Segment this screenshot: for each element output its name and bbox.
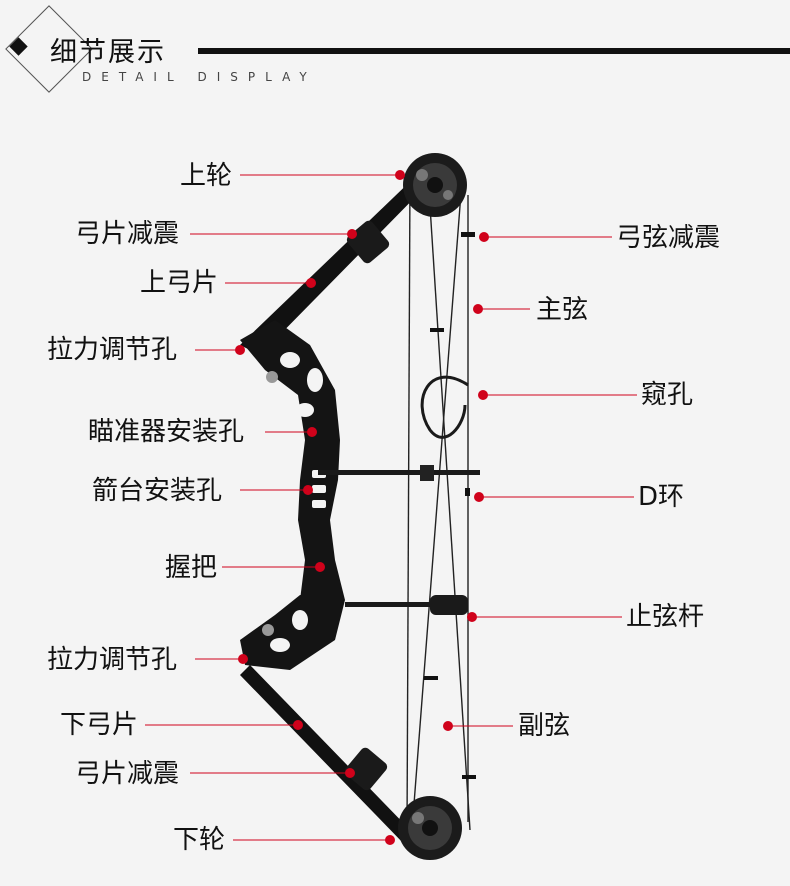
string-marker-2 xyxy=(424,676,438,680)
label-lower-limb-damper: 弓片减震 xyxy=(75,759,180,789)
string-damper-shape xyxy=(461,232,475,237)
label-main-string: 主弦 xyxy=(536,295,589,325)
lower-cam-shape xyxy=(398,796,462,860)
label-peep-sight: 窥孔 xyxy=(641,380,694,410)
label-upper-limb: 上弓片 xyxy=(140,268,219,298)
label-lower-draw-adjust-hole: 拉力调节孔 xyxy=(47,645,178,675)
cable-cross xyxy=(427,174,471,831)
lower-adjust-screw-icon xyxy=(262,624,274,636)
riser-lower xyxy=(240,595,345,670)
label-upper-limb-damper: 弓片减震 xyxy=(75,219,180,249)
bow-strings xyxy=(406,174,471,831)
arrow-rest-rod xyxy=(318,470,480,475)
lower-limb-damper-shape xyxy=(344,747,388,791)
peep-sight-shape xyxy=(420,375,469,439)
header-rule xyxy=(198,48,790,54)
upper-cam-shape xyxy=(403,153,467,217)
upper-limb-damper-shape xyxy=(346,220,390,264)
string-marker-1 xyxy=(430,328,444,332)
lower-limb xyxy=(240,665,415,845)
label-string-stop-rod: 止弦杆 xyxy=(626,602,705,632)
leader-lines xyxy=(145,170,637,845)
label-d-loop: D环 xyxy=(638,482,685,512)
string-stop-damper xyxy=(430,595,468,615)
label-grip: 握把 xyxy=(165,553,218,583)
upper-adjust-screw-icon xyxy=(266,371,278,383)
label-secondary-string: 副弦 xyxy=(518,711,571,741)
string-marker-3 xyxy=(462,775,476,779)
label-lower-wheel: 下轮 xyxy=(173,825,226,855)
label-lower-limb: 下弓片 xyxy=(60,710,139,740)
label-sight-mount-hole: 瞄准器安装孔 xyxy=(88,417,245,447)
cable-cross-2 xyxy=(411,179,463,831)
label-arrow-rest-mount-hole: 箭台安装孔 xyxy=(92,476,223,506)
label-string-damper: 弓弦减震 xyxy=(616,223,721,253)
section-title: 细节展示 xyxy=(50,37,166,68)
label-upper-wheel: 上轮 xyxy=(180,161,233,191)
section-subtitle: DETAIL DISPLAY xyxy=(82,70,317,84)
string-stop-rod-shape xyxy=(345,602,440,607)
cable-left xyxy=(406,174,411,831)
arrow-rest-knot xyxy=(420,465,434,481)
riser-cutouts xyxy=(270,352,326,652)
section-header: 细节展示 DETAIL DISPLAY xyxy=(0,0,790,110)
upper-limb xyxy=(240,172,430,355)
label-upper-draw-adjust-hole: 拉力调节孔 xyxy=(47,335,178,365)
d-loop-shape xyxy=(465,488,470,496)
